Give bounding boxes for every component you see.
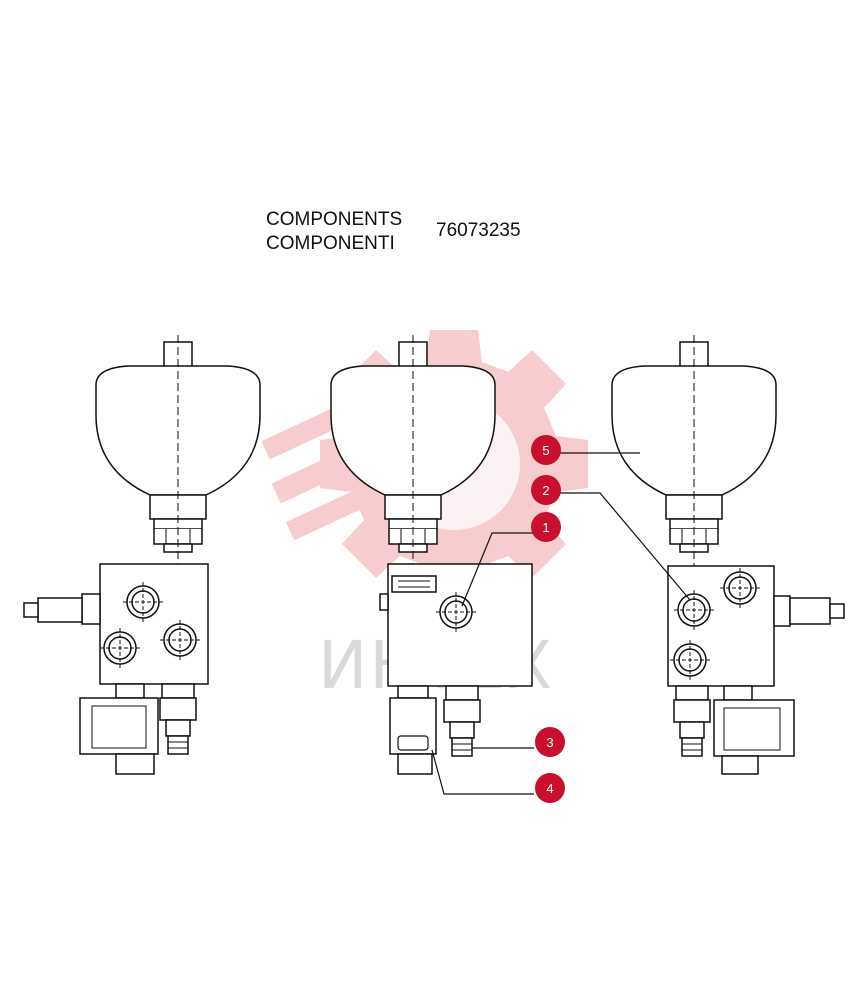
title-block: COMPONENTS COMPONENTI xyxy=(266,208,402,256)
left-view-assembly xyxy=(23,334,261,775)
part-number: 76073235 xyxy=(436,220,521,241)
callout-5[interactable]: 5 xyxy=(531,435,561,465)
callout-2-badge xyxy=(531,475,561,505)
right-view-assembly xyxy=(611,334,845,775)
callout-3-badge xyxy=(535,727,565,757)
title-english: COMPONENTS xyxy=(266,209,403,230)
leader-lines xyxy=(431,452,691,795)
title-italian: COMPONENTI xyxy=(266,233,395,254)
leader-line-1 xyxy=(461,532,533,607)
leader-line-2 xyxy=(560,492,691,601)
callout-5-label: 5 xyxy=(542,443,549,458)
callout-1-badge xyxy=(531,512,561,542)
callout-4-label: 4 xyxy=(546,781,553,796)
callout-1-label: 1 xyxy=(542,520,549,535)
callout-2[interactable]: 2 xyxy=(531,475,561,505)
callout-4[interactable]: 4 xyxy=(535,773,565,803)
leader-line-4 xyxy=(431,749,534,795)
callout-4-badge xyxy=(535,773,565,803)
callout-3[interactable]: 3 xyxy=(535,727,565,757)
callout-3-label: 3 xyxy=(546,735,553,750)
callout-5-badge xyxy=(531,435,561,465)
callout-2-label: 2 xyxy=(542,483,549,498)
callout-1[interactable]: 1 xyxy=(531,512,561,542)
middle-view-assembly xyxy=(330,334,533,775)
